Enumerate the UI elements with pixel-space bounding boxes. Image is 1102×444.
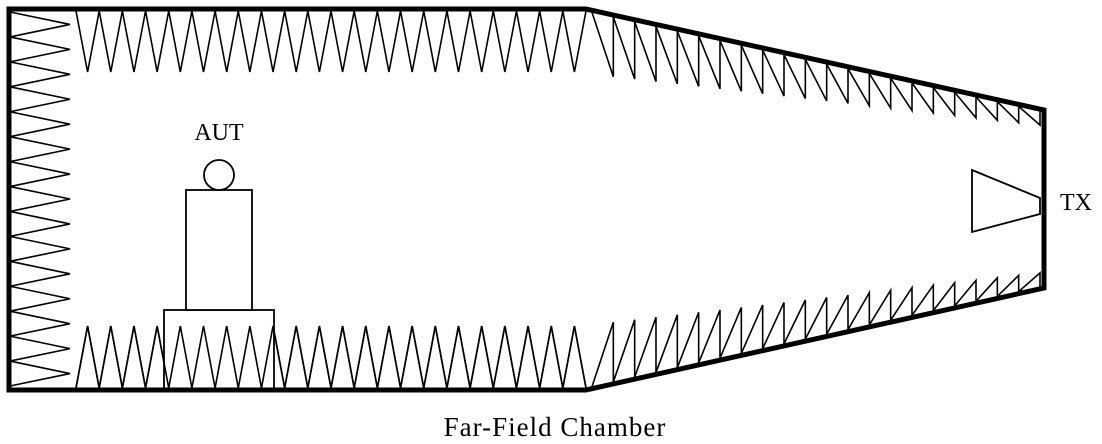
bottom-taper-absorbers [591,271,1041,387]
tx-horn-antenna [971,168,1041,234]
absorber-cone-row [591,271,1041,387]
absorber-cone-row [591,12,1041,127]
absorber-cone-row [75,325,587,389]
chamber-caption: Far-Field Chamber [444,412,667,442]
aut-label: AUT [194,120,244,146]
bottom-wall-absorbers [75,325,587,389]
positioner-column [185,189,253,311]
bottom-wall-absorbers-front [75,325,587,389]
aut-antenna [203,159,235,191]
chamber-wall [6,6,1047,393]
left-wall-absorbers [9,11,71,387]
absorber-cone-row [75,325,587,389]
absorber-cone-row [9,11,71,387]
top-taper-absorbers [591,12,1041,127]
positioner-base [163,309,275,391]
absorber-cone-row [75,10,587,73]
tx-label: TX [1060,190,1092,216]
top-wall-absorbers [75,10,587,73]
